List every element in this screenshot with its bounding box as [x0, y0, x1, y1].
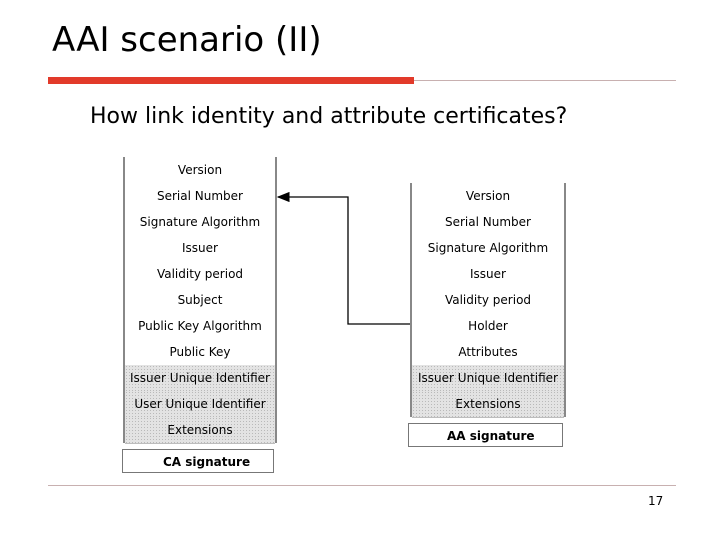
- aa-signature-box: AA signature: [408, 423, 563, 447]
- id-cert-field-public-key: Public Key: [125, 339, 275, 366]
- id-cert-field-subject: Subject: [125, 287, 275, 314]
- id-cert-field-extensions: Extensions: [125, 417, 275, 444]
- aa-signature-label: AA signature: [447, 429, 535, 443]
- id-cert-field-issuer: Issuer: [125, 235, 275, 262]
- attr-cert-field-extensions: Extensions: [412, 391, 564, 418]
- holder-to-serial-connector: [276, 191, 410, 325]
- ca-signature-label: CA signature: [163, 455, 251, 469]
- page-number: 17: [648, 494, 664, 508]
- attr-cert-field-version: Version: [412, 183, 564, 210]
- ca-signature-box: CA signature: [122, 449, 274, 473]
- slide-title: AAI scenario (II): [52, 20, 322, 60]
- id-cert-field-public-key-algorithm: Public Key Algorithm: [125, 313, 275, 340]
- id-cert-field-issuer-unique-identifier: Issuer Unique Identifier: [125, 365, 275, 392]
- attr-cert-field-attributes: Attributes: [412, 339, 564, 366]
- attr-cert-field-signature-algorithm: Signature Algorithm: [412, 235, 564, 262]
- attr-cert-field-serial-number: Serial Number: [412, 209, 564, 236]
- footer-divider: [48, 485, 676, 486]
- title-accent-bar: [48, 77, 414, 84]
- slide-subtitle: How link identity and attribute certific…: [90, 104, 568, 129]
- id-cert-field-serial-number: Serial Number: [125, 183, 275, 210]
- id-cert-field-signature-algorithm: Signature Algorithm: [125, 209, 275, 236]
- id-cert-field-version: Version: [125, 157, 275, 184]
- id-cert-field-user-unique-identifier: User Unique Identifier: [125, 391, 275, 418]
- attr-cert-field-validity-period: Validity period: [412, 287, 564, 314]
